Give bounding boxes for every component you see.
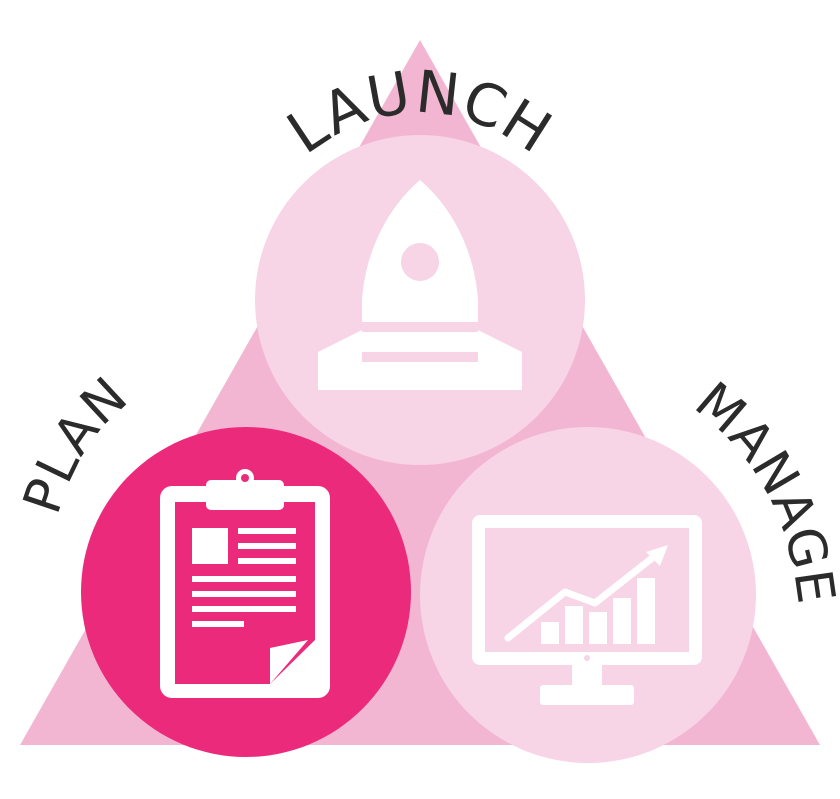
monitor-growth-chart-icon <box>472 515 702 705</box>
manage-stage <box>420 427 756 763</box>
launch-stage <box>255 135 585 465</box>
rocket-icon <box>318 180 522 390</box>
plan-stage <box>81 427 411 757</box>
clipboard-document-icon <box>160 469 330 698</box>
